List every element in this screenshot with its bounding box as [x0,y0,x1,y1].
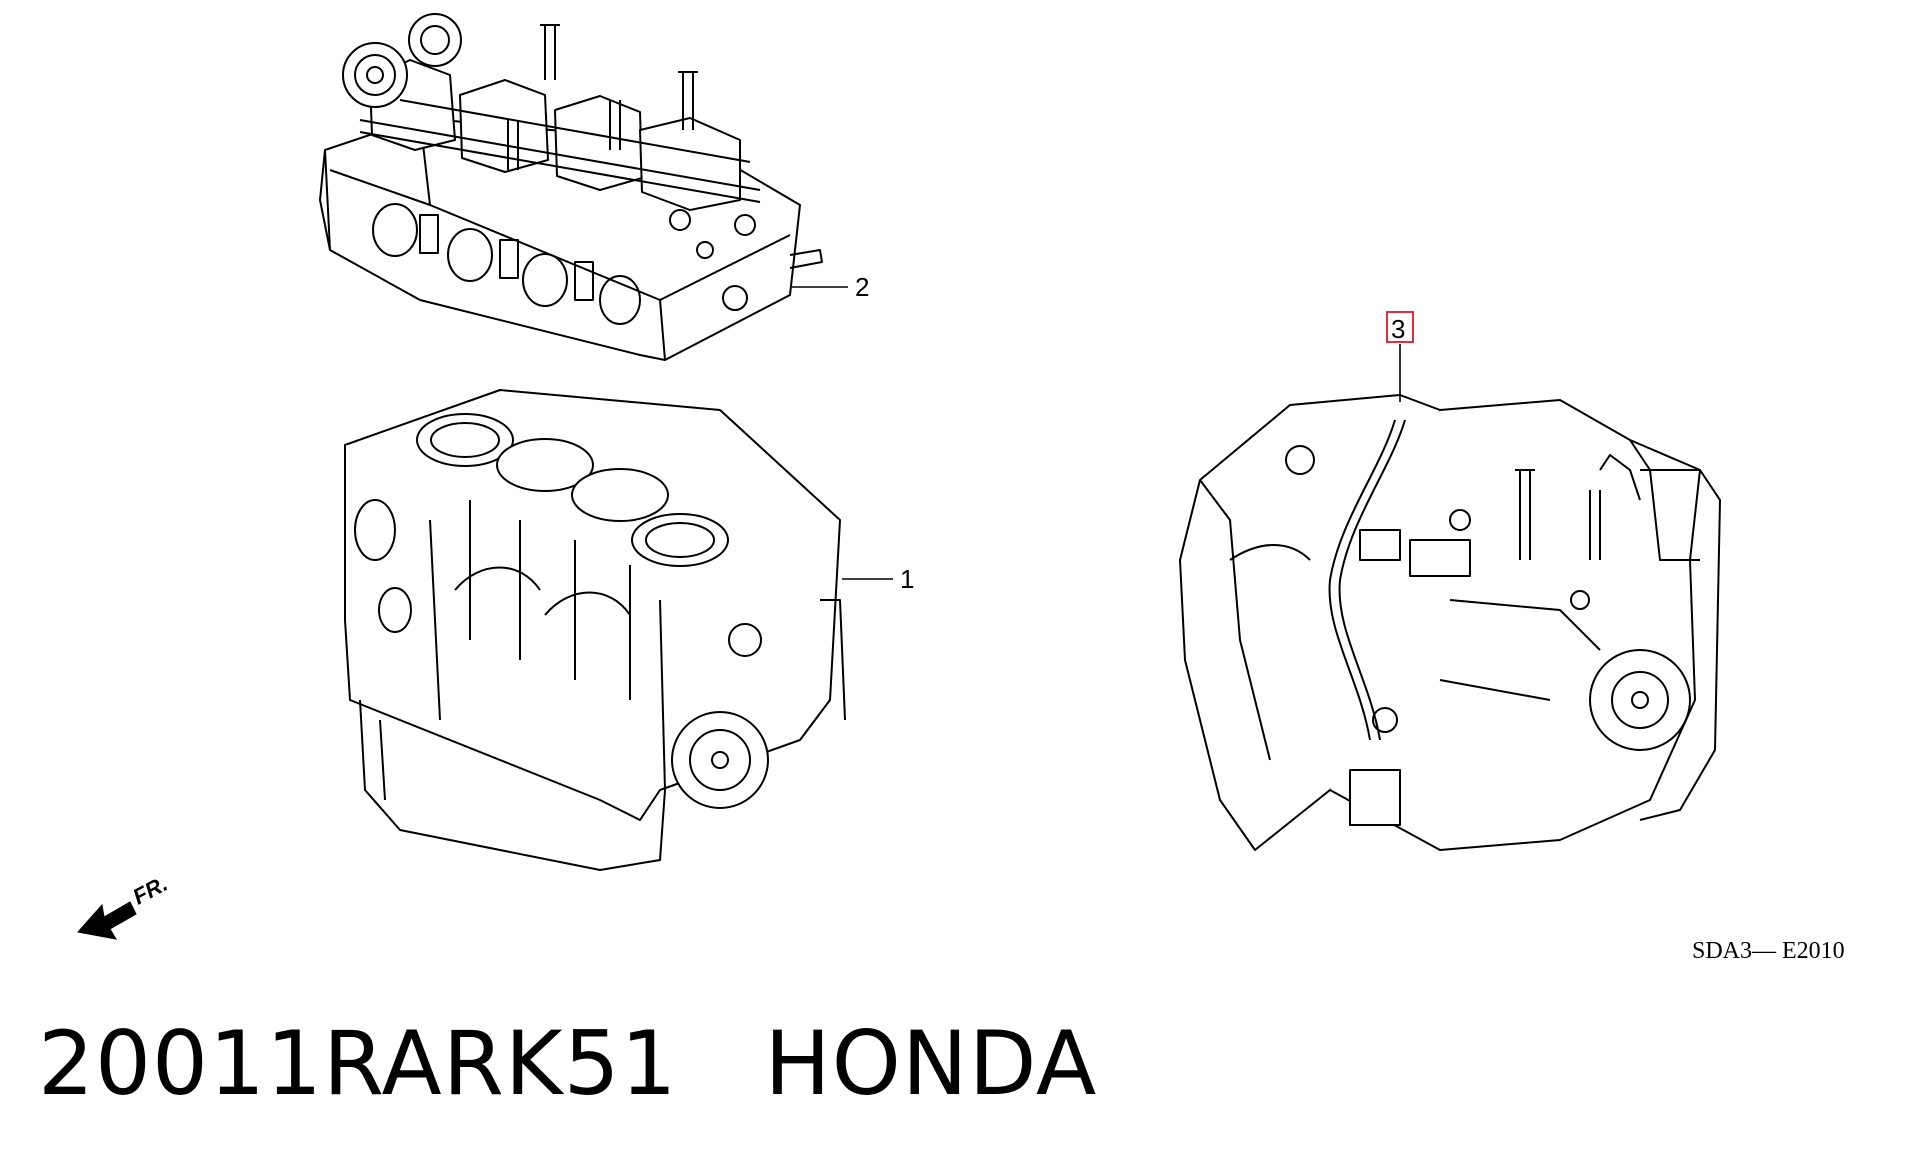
callout-1-label: 1 [900,564,914,594]
callout-3-label: 3 [1391,314,1405,344]
part-number: 20011RARK51 [38,1012,678,1115]
brand-name: HONDA [764,1012,1098,1115]
engine-block-drawing [344,389,846,871]
front-arrow-icon [77,901,137,940]
callout-1: 1 [842,564,914,594]
callout-2: 2 [792,272,869,302]
front-direction-label: FR. [129,871,172,910]
front-direction-indicator: FR. [77,871,172,940]
diagram-code: SDA3— E2010 [1692,938,1845,964]
cylinder-head-drawing [319,13,823,361]
transmission-drawing [1179,394,1721,851]
part-caption: 20011RARK51 HONDA [38,1012,1097,1115]
callout-2-label: 2 [855,272,869,302]
callout-3: 3 [1386,311,1414,402]
callout-3-highlight-box [1386,311,1414,343]
